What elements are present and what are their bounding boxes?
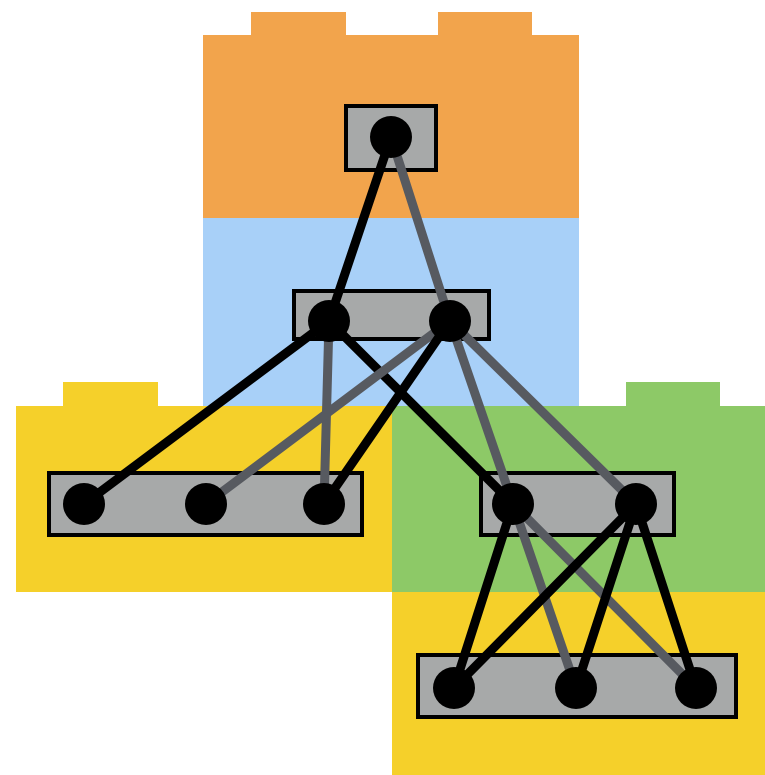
node-n_l3 [303, 483, 345, 525]
node-n_top [370, 116, 412, 158]
edge-n_m2-n_l3 [319, 316, 455, 509]
edge-n_m2-n_r2 [445, 316, 641, 509]
node-n_l1 [63, 483, 105, 525]
edge-n_top-n_m1 [324, 132, 396, 326]
yellow-left-block-stud [63, 382, 158, 407]
edge-n_r2-n_b1 [449, 499, 641, 693]
edge-n_m2-n_r1 [445, 316, 518, 509]
node-n_r2 [615, 483, 657, 525]
edge-n_m1-n_l1 [79, 316, 334, 509]
node-n_m2 [429, 300, 471, 342]
node-n_l2 [185, 483, 227, 525]
edge-n_top-n_m2 [386, 132, 455, 326]
orange-block-stud [438, 12, 532, 36]
orange-block-stud [251, 12, 346, 36]
edge-n_r2-n_b2 [571, 499, 641, 693]
node-n_b2 [555, 667, 597, 709]
nodes-layer [63, 116, 717, 709]
edge-n_m1-n_r1 [324, 316, 518, 509]
edge-n_m2-n_l2 [201, 316, 455, 509]
edge-n_r2-n_b3 [631, 499, 701, 693]
node-n_r1 [492, 483, 534, 525]
node-n_m1 [308, 300, 350, 342]
node-n_b1 [433, 667, 475, 709]
edge-n_r1-n_b1 [449, 499, 518, 693]
green-block-stud [626, 382, 720, 407]
node-n_b3 [675, 667, 717, 709]
edges-layer [79, 132, 701, 693]
